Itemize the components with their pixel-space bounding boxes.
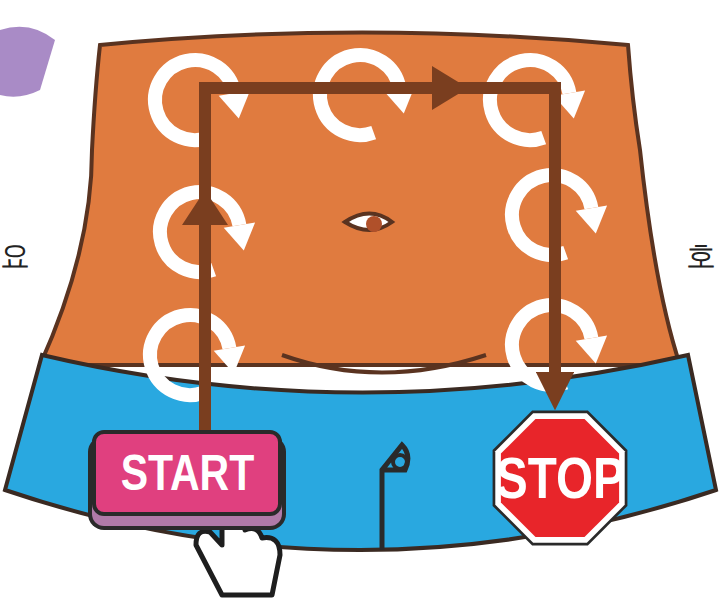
- circular-arrow: [160, 192, 255, 272]
- navel-dot: [366, 216, 382, 232]
- direction-arrowhead: [182, 190, 228, 225]
- massage-path-arrow: [205, 88, 555, 430]
- belly-fold: [282, 355, 486, 373]
- direction-arrowhead: [432, 66, 468, 110]
- button-text: START: [120, 448, 254, 498]
- zipper-loop: [393, 455, 407, 469]
- circular-arrow: [150, 315, 245, 395]
- zipper-mark: [382, 445, 408, 550]
- edge-fragment-text: 호: [686, 236, 716, 277]
- circular-arrow: [512, 305, 607, 385]
- edge-fragment-text: 요: [0, 236, 30, 277]
- start-button: START: [92, 430, 282, 516]
- pants-band: [5, 355, 716, 550]
- button-text: STOP: [496, 449, 625, 507]
- stop-sign: STOP: [485, 403, 635, 553]
- circular-arrow: [155, 60, 250, 140]
- circular-arrow: [512, 175, 607, 255]
- circular-arrow: [320, 55, 415, 135]
- bowl-fragment: [0, 27, 55, 97]
- circular-arrow: [490, 60, 585, 140]
